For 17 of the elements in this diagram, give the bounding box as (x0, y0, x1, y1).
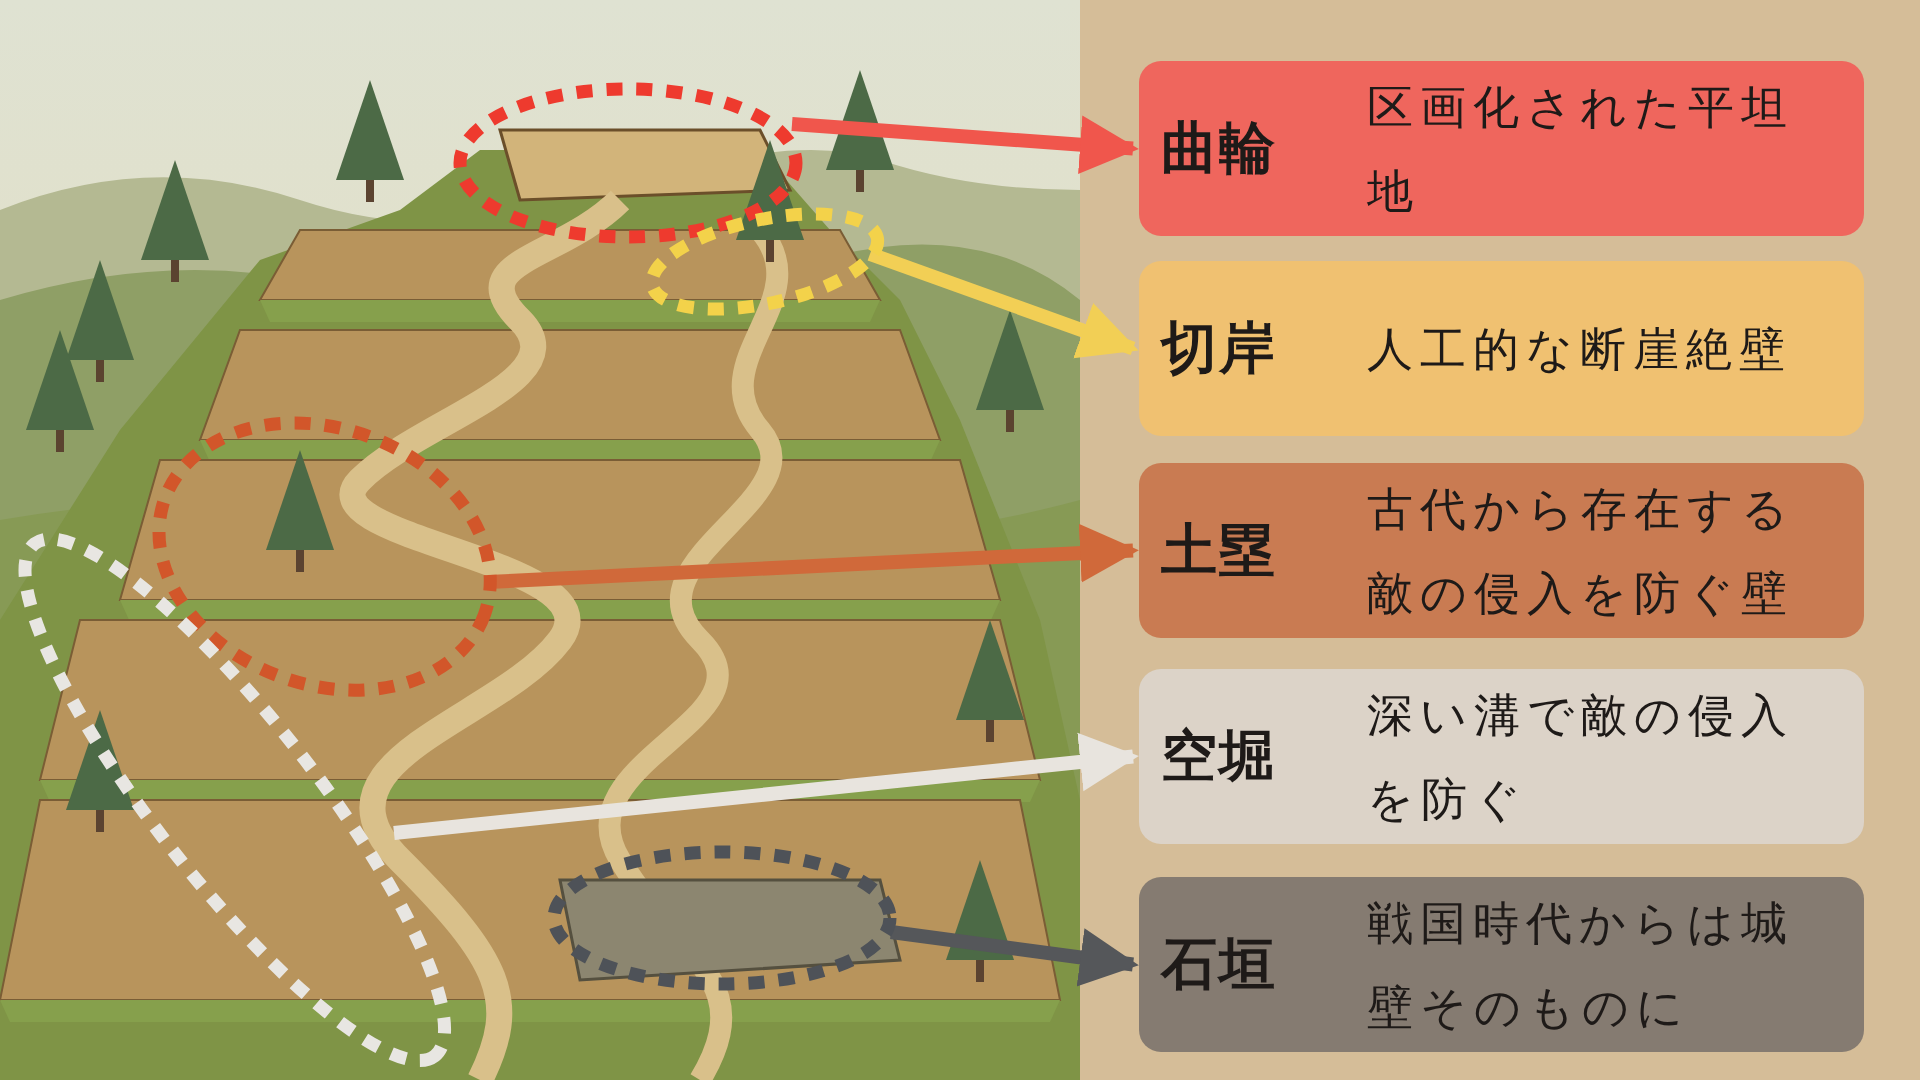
term-heading: 空堀 (1161, 721, 1277, 790)
term-heading: 切岸 (1161, 313, 1277, 382)
description-text: 戦国時代からは城壁そのものに (1367, 894, 1795, 1036)
arrow (791, 115, 1139, 175)
term-heading: 曲輪 (1161, 113, 1277, 182)
term-card (1139, 463, 1864, 638)
arrow (393, 732, 1139, 840)
term-card (1139, 261, 1864, 436)
description-text: 人工的な断崖絶壁 (1367, 320, 1793, 378)
term-card (1139, 61, 1864, 236)
term-heading: 石垣 (1161, 929, 1277, 998)
term-heading: 土塁 (1161, 515, 1277, 584)
description-text: 古代から存在する敵の侵入を防ぐ壁 (1367, 480, 1796, 622)
term-card (1139, 669, 1864, 844)
term-card (1139, 877, 1864, 1052)
description-text: 深い溝で敵の侵入を防ぐ (1367, 686, 1795, 828)
description-text: 区画化された平坦地 (1367, 78, 1795, 220)
